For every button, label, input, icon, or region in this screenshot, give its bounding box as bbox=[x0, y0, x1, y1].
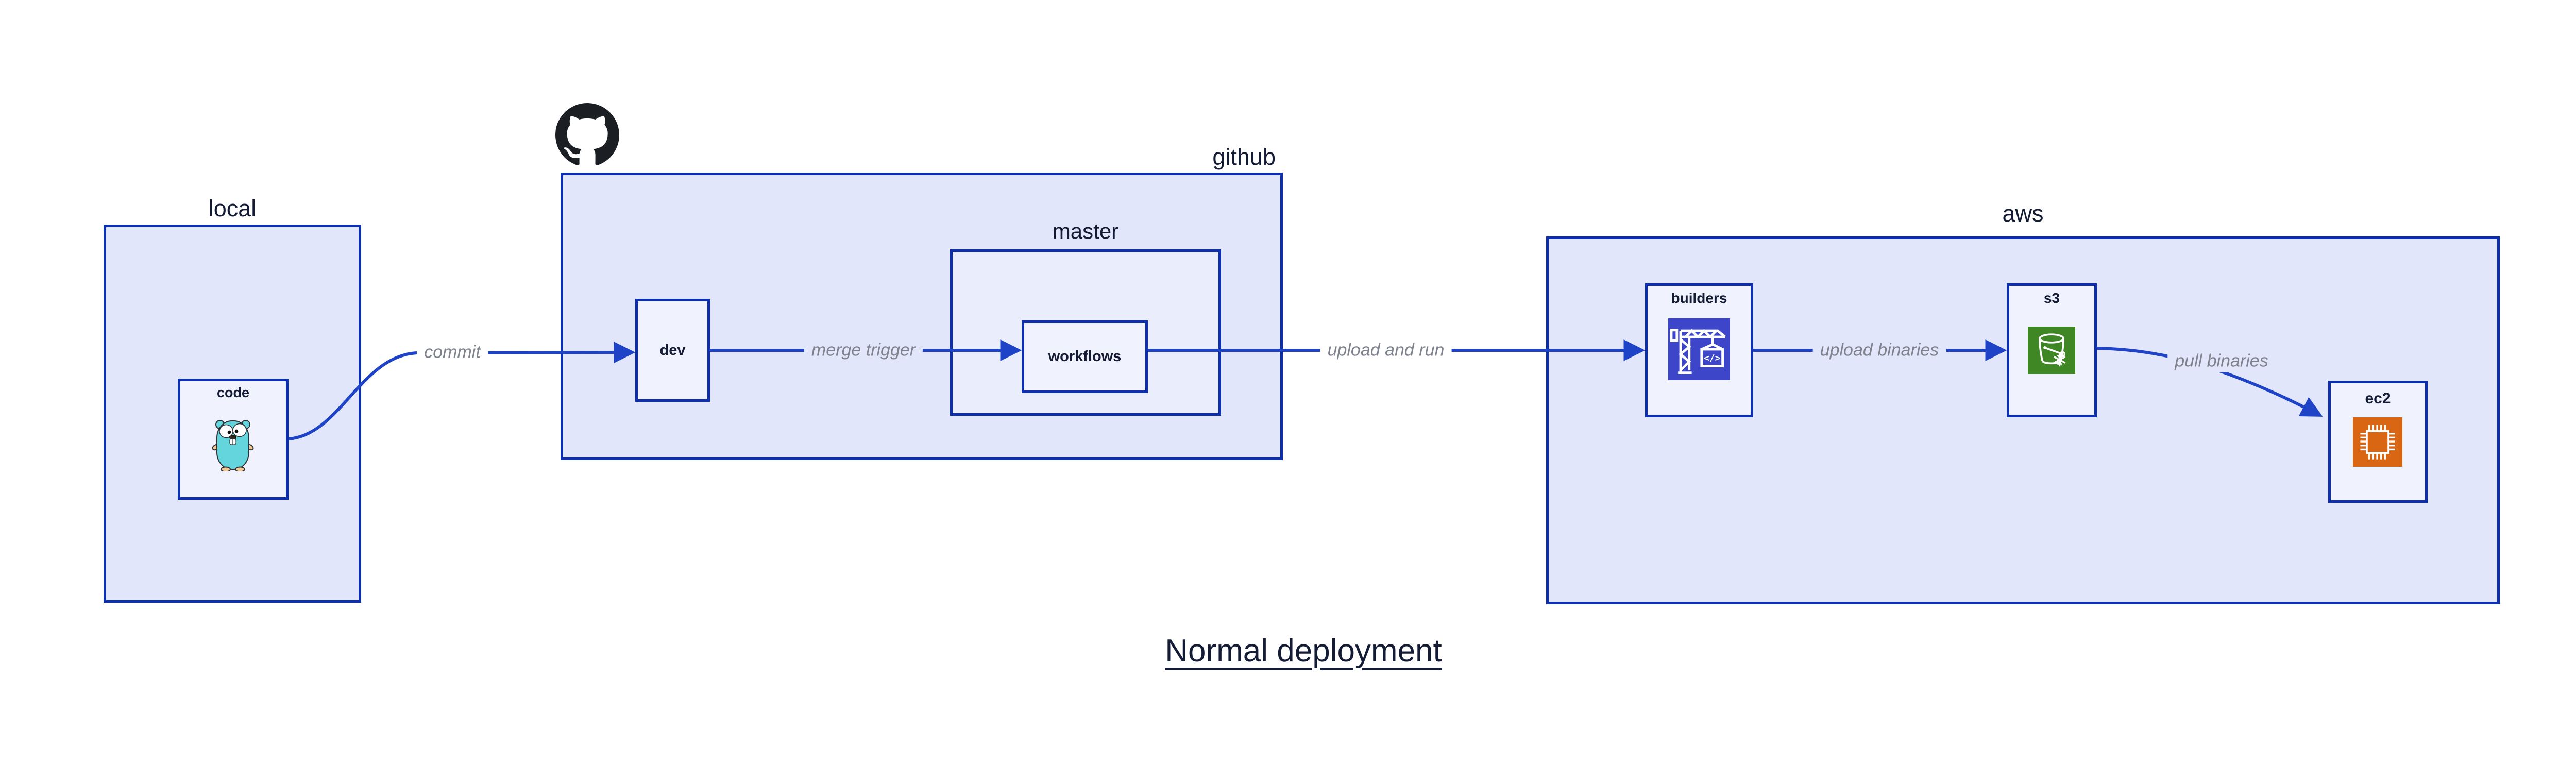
codebuild-crane-icon: </> bbox=[1668, 318, 1730, 380]
go-gopher-icon bbox=[212, 418, 254, 472]
aws-region-label: aws bbox=[2002, 200, 2044, 227]
workflows-node-box bbox=[1022, 320, 1148, 393]
s3-node-label: s3 bbox=[2043, 290, 2060, 306]
s3-bucket-icon bbox=[2028, 327, 2075, 374]
pull-binaries-edge-label: pull binaries bbox=[2167, 350, 2276, 372]
dev-node-box bbox=[635, 299, 710, 402]
commit-edge-label: commit bbox=[417, 341, 488, 364]
local-region-label: local bbox=[208, 195, 257, 222]
github-region-label: github bbox=[1212, 144, 1276, 170]
workflows-node-label: workflows bbox=[1048, 348, 1122, 365]
github-octocat-icon bbox=[555, 103, 619, 167]
code-node-label: code bbox=[216, 385, 250, 400]
upload-binaries-edge-label: upload binaries bbox=[1812, 339, 1946, 362]
upload-and-run-edge-label: upload and run bbox=[1320, 339, 1452, 362]
ec2-node-label: ec2 bbox=[2365, 390, 2391, 407]
builders-node-label: builders bbox=[1671, 290, 1727, 306]
builders-node-box bbox=[1645, 283, 1753, 417]
diagram-title: Normal deployment bbox=[1165, 633, 1442, 669]
svg-text:</>: </> bbox=[1704, 353, 1721, 364]
dev-node-label: dev bbox=[659, 342, 686, 359]
ec2-chip-icon bbox=[2353, 417, 2402, 467]
master-branch-label: master bbox=[1052, 219, 1119, 243]
merge-trigger-edge-label: merge trigger bbox=[804, 339, 923, 362]
